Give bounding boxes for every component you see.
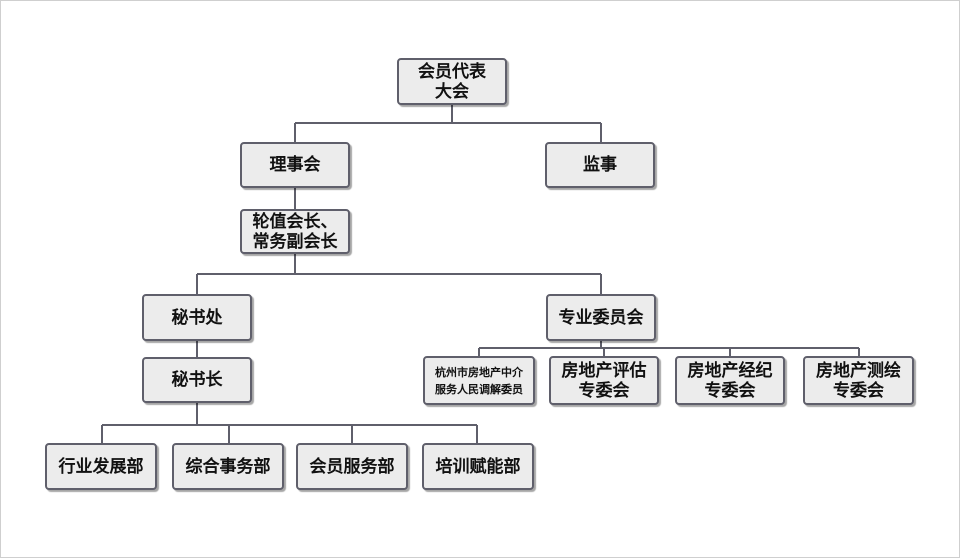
node-line: 房地产评估 (561, 360, 647, 381)
connector-committee (478, 341, 860, 356)
node-training-dept: 培训赋能部 (422, 443, 534, 490)
connector-president (196, 254, 602, 294)
node-line: 专委会 (833, 380, 884, 401)
node-line: 常务副会长 (252, 231, 338, 252)
node-line: 房地产测绘 (816, 360, 901, 381)
node-line: 监事 (583, 155, 617, 175)
node-professional-committee: 专业委员会 (546, 294, 656, 341)
node-line: 服务人民调解委员 (435, 382, 523, 396)
node-general-affairs-dept: 综合事务部 (172, 443, 284, 490)
node-brokerage-committee: 房地产经纪 专委会 (675, 356, 785, 405)
node-line: 培训赋能部 (435, 456, 521, 477)
connector-secretary-general (101, 403, 478, 443)
node-line: 行业发展部 (58, 456, 144, 477)
node-line: 专业委员会 (558, 307, 644, 328)
node-line: 大会 (435, 81, 469, 102)
node-line: 会员服务部 (309, 456, 395, 477)
node-supervisor: 监事 (545, 142, 655, 188)
node-line: 秘书处 (171, 307, 223, 328)
node-line: 专委会 (704, 380, 756, 401)
node-secretary-general: 秘书长 (142, 357, 252, 403)
node-surveying-committee: 房地产测绘 专委会 (803, 356, 914, 405)
node-line: 专委会 (578, 380, 630, 401)
node-line: 会员代表 (418, 61, 486, 82)
node-secretariat: 秘书处 (142, 294, 252, 341)
node-council: 理事会 (240, 142, 350, 188)
connector-assembly (294, 105, 602, 142)
node-line: 房地产经纪 (687, 360, 773, 381)
node-line: 综合事务部 (185, 456, 271, 477)
node-mediation-committee: 杭州市房地产中介 服务人民调解委员 (423, 356, 535, 405)
node-line: 杭州市房地产中介 (435, 365, 523, 379)
node-line: 理事会 (269, 155, 321, 175)
node-appraisal-committee: 房地产评估 专委会 (549, 356, 659, 405)
node-member-services-dept: 会员服务部 (296, 443, 408, 490)
node-line: 秘书长 (171, 370, 223, 390)
node-rotating-president: 轮值会长、 常务副会长 (240, 209, 350, 254)
node-industry-development-dept: 行业发展部 (45, 443, 157, 490)
node-line: 轮值会长、 (252, 211, 338, 232)
node-member-assembly: 会员代表 大会 (397, 58, 507, 105)
